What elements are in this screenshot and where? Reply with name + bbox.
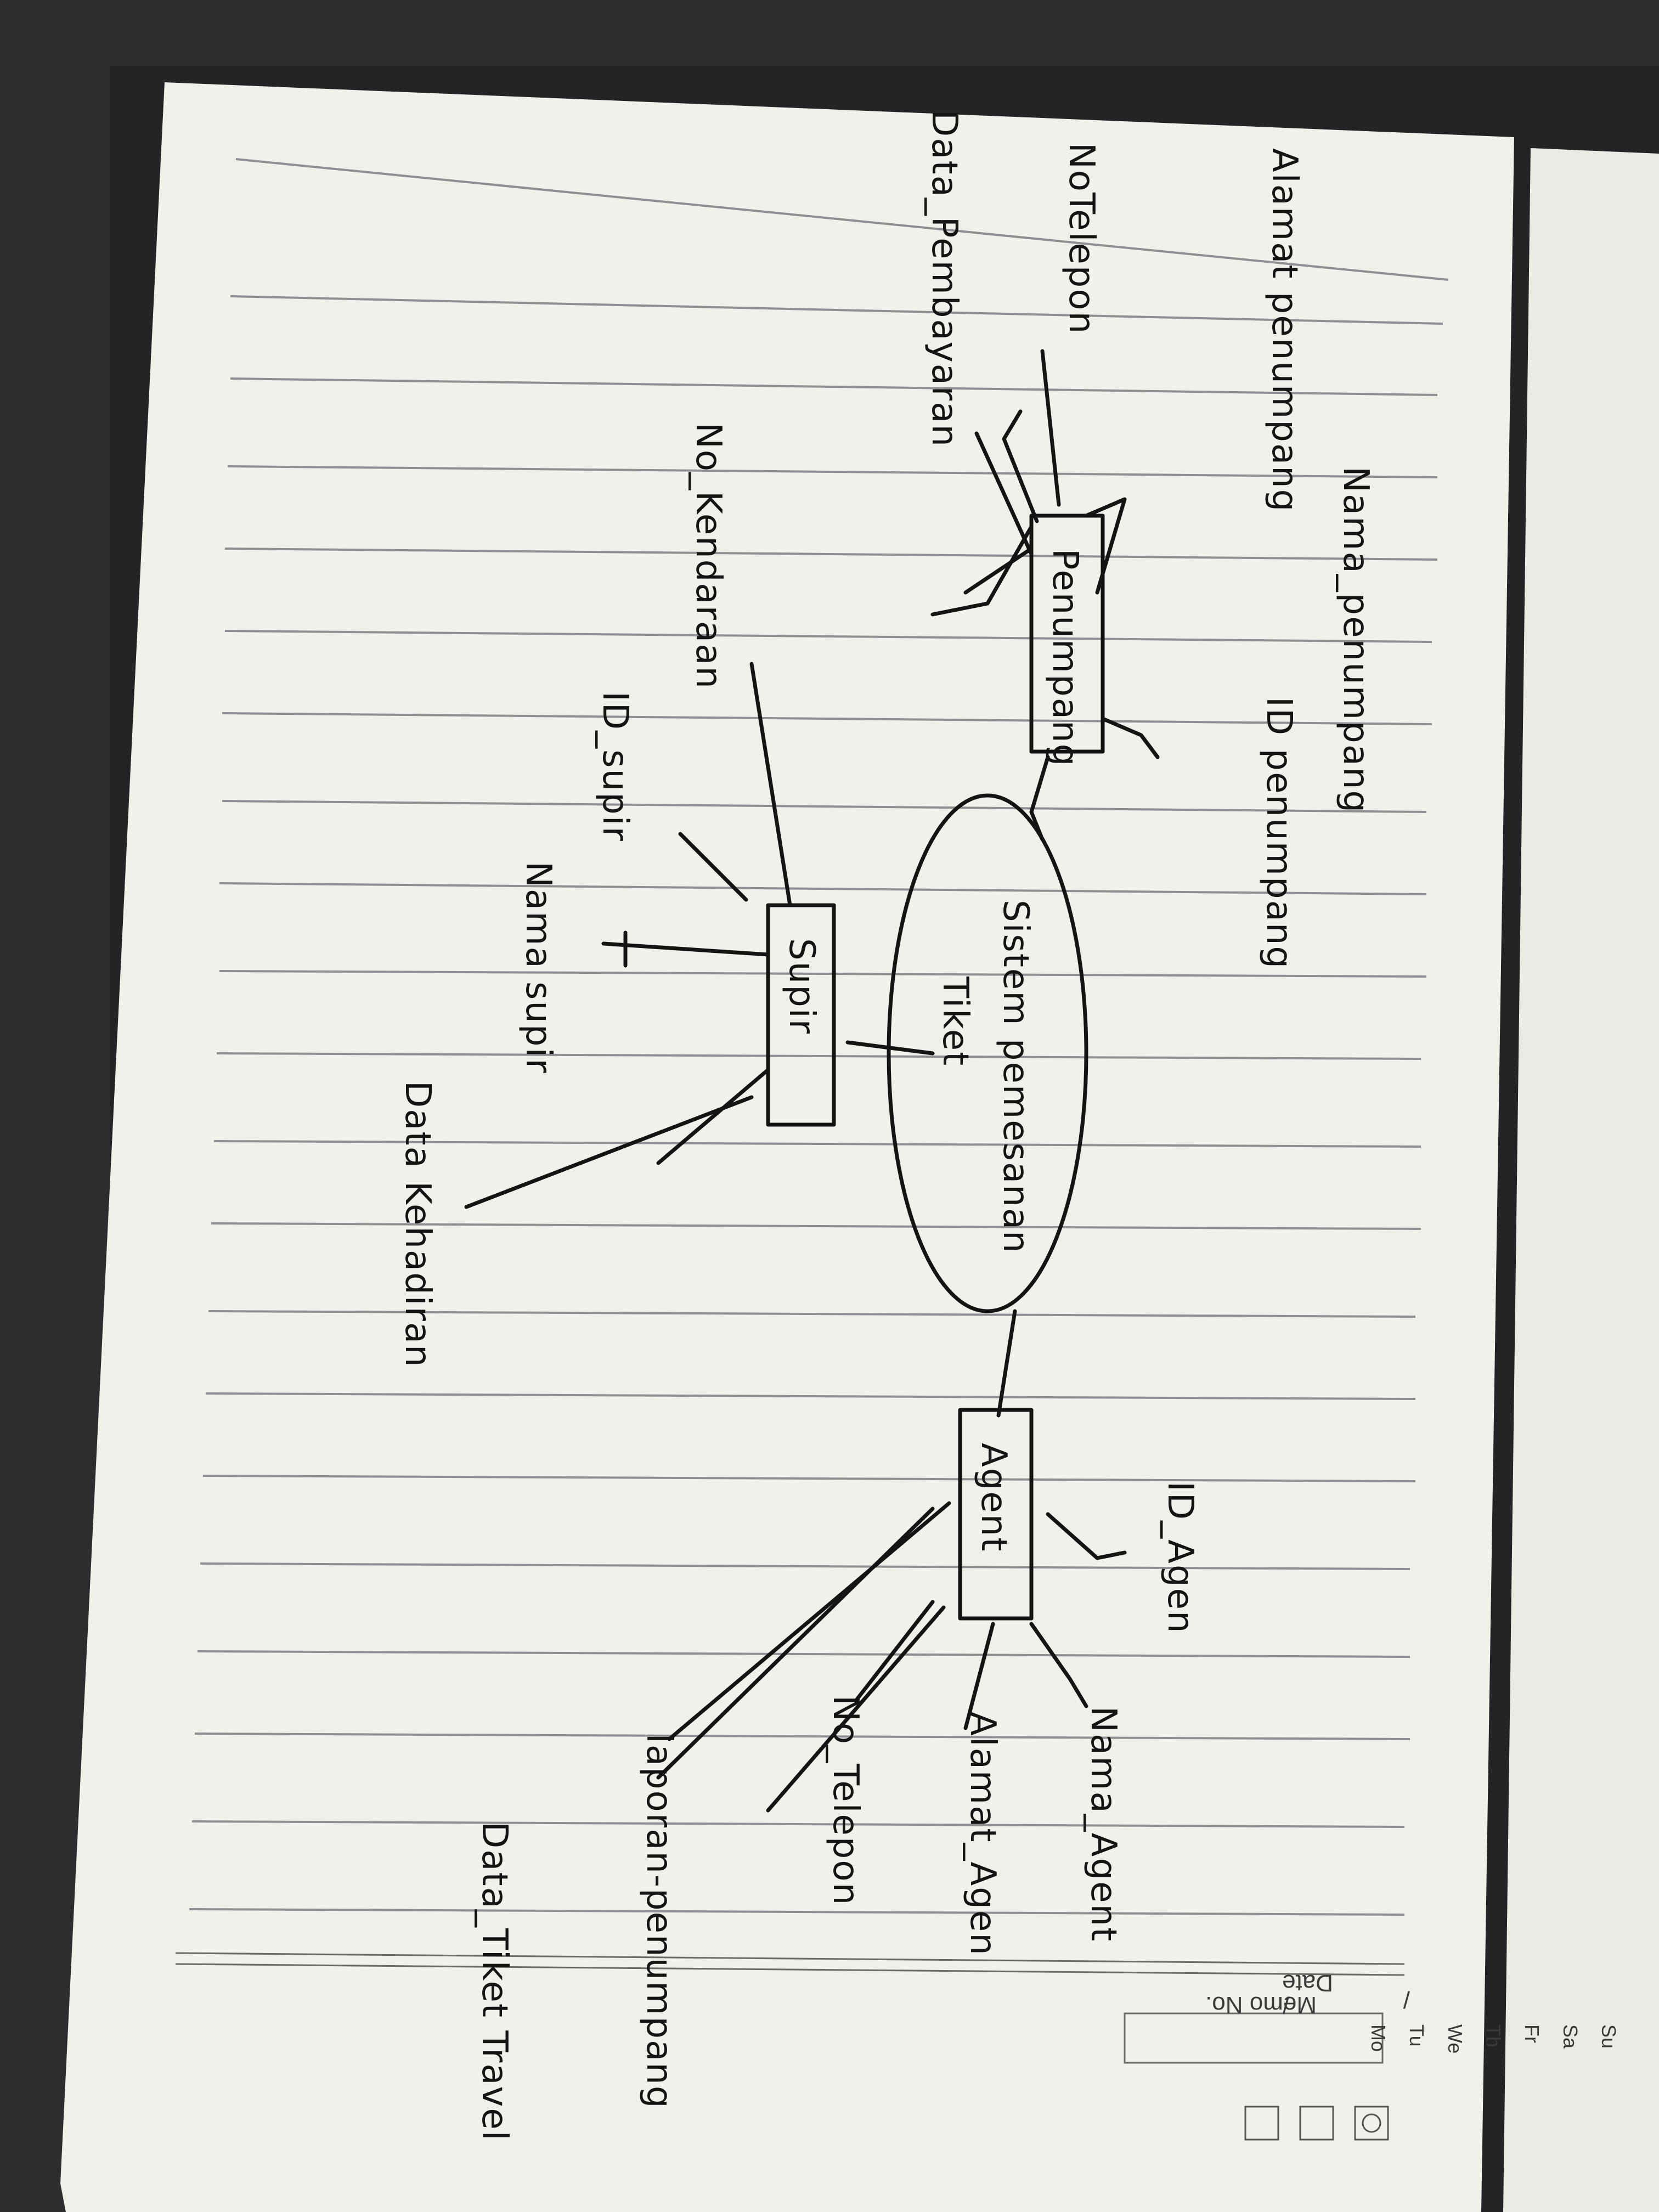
day-labels: Mo Tu We Th Fr Sa Su — [1367, 2024, 1620, 2053]
connector-lines — [464, 349, 1160, 1813]
entity-penumpang: Penumpang — [1029, 514, 1105, 767]
center-label-line2: Tiket — [935, 976, 975, 1066]
attr-no-kendaraan: No_Kendaraan — [688, 422, 729, 690]
attr-data-tiket-travel: Data_Tiket Travel — [474, 1821, 515, 2142]
weather-icons — [1244, 2106, 1389, 2141]
attr-notelepon-penumpang: NoTelepon — [1061, 143, 1102, 335]
agent-box — [958, 1408, 1034, 1621]
date-slash-1: / — [1282, 1991, 1289, 2018]
date-label: Date — [1282, 1970, 1333, 1996]
center-ellipse — [887, 793, 1088, 1313]
day-we: We — [1444, 2024, 1466, 2053]
day-mo: Mo — [1367, 2024, 1390, 2052]
ruled-lines — [189, 158, 1449, 1916]
attr-nama-penumpang: Nama_penumpang — [1335, 466, 1376, 814]
entity-agent: Agent — [958, 1408, 1034, 1621]
attr-id-supir: ID_supir — [595, 691, 635, 842]
center-label-line1: Sistem pemesanan — [995, 900, 1036, 1254]
date-slash-2: / — [1403, 1986, 1410, 2013]
memo-header: Mo Tu We Th Fr Sa Su Memo No. Date / / — [175, 1952, 1620, 2141]
attr-nama-agent: Nama_Agent — [1083, 1706, 1124, 1942]
attr-laporan-penumpang: laporan-penumpang — [639, 1734, 679, 2109]
supir-box — [766, 903, 836, 1127]
attr-id-penumpang: ID penumpang — [1259, 697, 1299, 969]
attr-data-pembayaran: Data_Pembayaran — [924, 110, 964, 448]
attr-no-telepon-agent: No_Telepon — [825, 1695, 866, 1906]
agent-label: Agent — [973, 1443, 1014, 1552]
attr-alamat-penumpang: Alamat penumpang — [1264, 148, 1305, 512]
sun-icon — [1354, 2106, 1389, 2141]
day-th: Th — [1482, 2024, 1505, 2047]
rain-icon — [1244, 2106, 1279, 2141]
day-tu: Tu — [1406, 2024, 1428, 2047]
center-process: Sistem pemesanan Tiket — [887, 793, 1088, 1313]
attr-alamat-agen: Alamat_Agen — [962, 1712, 1003, 1956]
penumpang-box — [1029, 514, 1105, 754]
day-fr: Fr — [1521, 2024, 1543, 2043]
day-su: Su — [1598, 2024, 1620, 2049]
entity-supir: Supir — [766, 903, 836, 1127]
notebook-page — [60, 82, 1514, 2212]
memo-no-label: Memo No. — [1205, 1991, 1317, 2018]
day-sa: Sa — [1559, 2024, 1582, 2049]
attr-data-kehadiran: Data Kehadiran — [397, 1081, 438, 1368]
cloud-icon — [1299, 2106, 1334, 2141]
attr-nama-supir: Nama supir — [518, 861, 558, 1074]
attribute-labels: Nama_penumpang Alamat penumpang NoTelepo… — [397, 110, 1376, 2142]
supir-label: Supir — [781, 938, 822, 1035]
right-page — [1503, 148, 1659, 2212]
penumpang-label: Penumpang — [1045, 549, 1085, 767]
attr-id-agen: ID_Agen — [1160, 1481, 1200, 1634]
